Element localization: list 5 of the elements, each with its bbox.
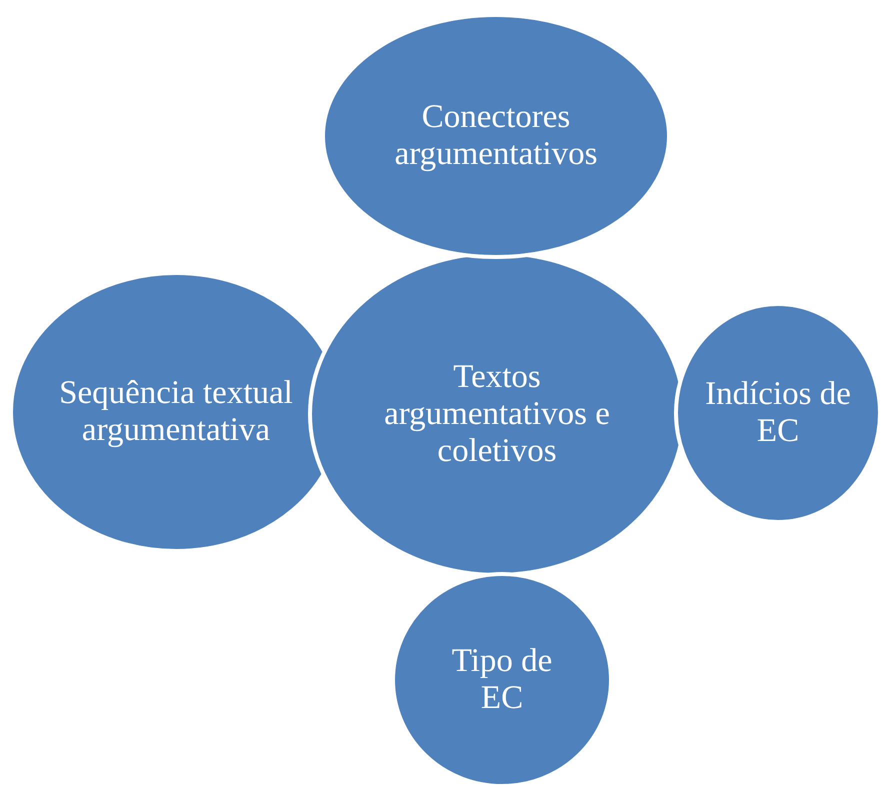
topic-label: Conectores argumentativos (394, 99, 598, 173)
topic-label: Indícios de EC (704, 376, 852, 450)
topic-label: Textos argumentativos e coletivos (383, 358, 611, 470)
topic-label: Sequência textual argumentativa (58, 375, 294, 449)
topic-label: Tipo de EC (450, 643, 554, 717)
